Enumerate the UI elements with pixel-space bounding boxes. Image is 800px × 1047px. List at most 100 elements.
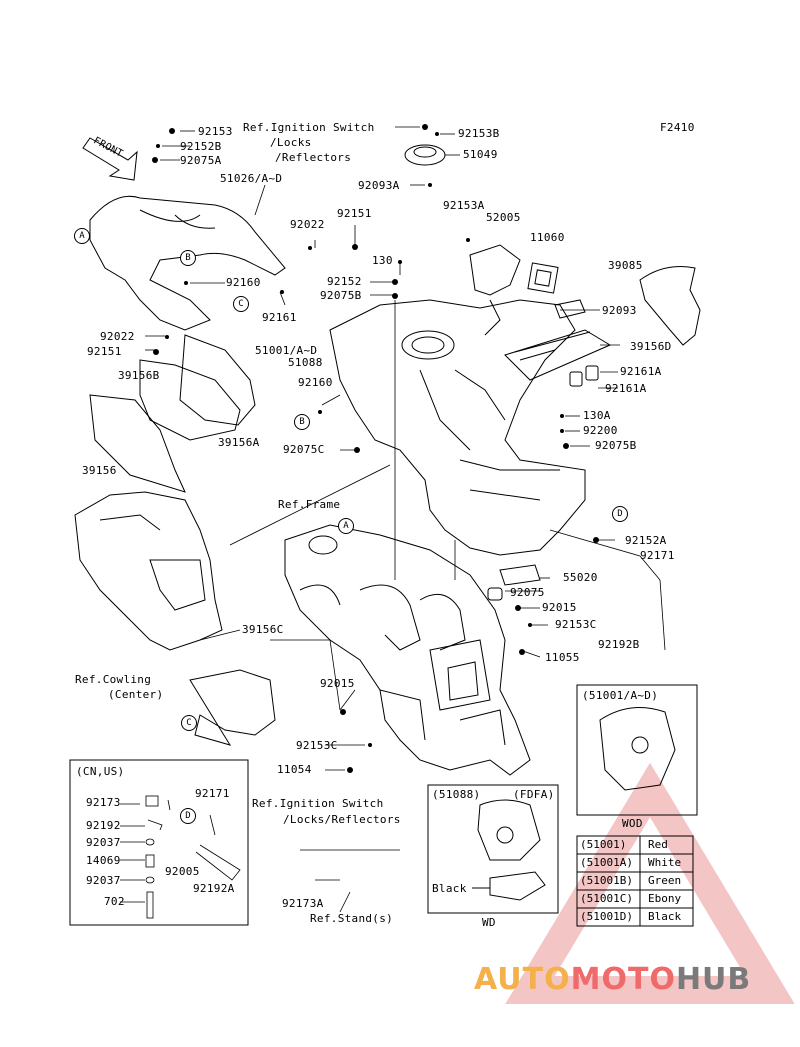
part-label: 51026/A~D xyxy=(220,172,283,185)
damper-92161A xyxy=(569,371,583,387)
color-table-code: (51001C) xyxy=(580,892,633,905)
gasket-11060 xyxy=(527,262,559,294)
front-arrow xyxy=(82,137,138,181)
part-label: 14069 xyxy=(86,854,121,867)
side-cover-39156 xyxy=(89,394,186,493)
hardware-dots xyxy=(152,124,599,773)
watermark-moto: MOTO xyxy=(570,962,676,997)
part-label: 92152A xyxy=(625,534,667,547)
figure-code: F2410 xyxy=(660,121,695,134)
box-51001-frame xyxy=(576,684,698,816)
frame xyxy=(284,524,531,776)
watermark-logo: AUTOMOTOHUB xyxy=(474,962,751,997)
color-table-code: (51001A) xyxy=(580,856,633,869)
callout-b: B xyxy=(180,250,196,266)
callout-c: C xyxy=(181,715,197,731)
part-label: 92153A xyxy=(443,199,485,212)
leader-lines xyxy=(145,126,666,913)
color-table-code: (51001) xyxy=(580,838,627,851)
part-label: 92173A xyxy=(282,897,324,910)
part-label: 92161A xyxy=(620,365,662,378)
part-label: 52005 xyxy=(486,211,521,224)
color-table-code: (51001D) xyxy=(580,910,633,923)
part-label: 92153C xyxy=(296,739,338,752)
part-label: 51049 xyxy=(463,148,498,161)
part-label: 92192A xyxy=(193,882,235,895)
part-label: 92093A xyxy=(358,179,400,192)
part-label: 92015 xyxy=(542,601,577,614)
part-label: 92075A xyxy=(180,154,222,167)
part-label: 92075B xyxy=(320,289,362,302)
part-label: 92153 xyxy=(198,125,233,138)
part-label: 92022 xyxy=(100,330,135,343)
part-label: 92037 xyxy=(86,874,121,887)
part-label: 92075B xyxy=(595,439,637,452)
part-label: 92200 xyxy=(583,424,618,437)
part-label: 702 xyxy=(104,895,125,908)
part-label: 92075 xyxy=(510,586,545,599)
cnus-title: (CN,US) xyxy=(76,765,125,778)
reference-label: /Locks/Reflectors xyxy=(283,813,401,826)
part-label: 92160 xyxy=(298,376,333,389)
part-label: 92037 xyxy=(86,836,121,849)
part-label: 51088 xyxy=(288,356,323,369)
part-label: 92022 xyxy=(290,218,325,231)
part-label: 92151 xyxy=(337,207,372,220)
color-table-color: Red xyxy=(648,838,668,851)
box-51088-footer: WD xyxy=(482,916,496,929)
part-label: 55020 xyxy=(563,571,598,584)
part-label: 11060 xyxy=(530,231,565,244)
part-label: 39156 xyxy=(82,464,117,477)
watermark-hub: HUB xyxy=(675,962,752,997)
part-label: 92161 xyxy=(262,311,297,324)
reference-label: Ref.Stand(s) xyxy=(310,912,394,925)
color-table-color: Ebony xyxy=(648,892,682,905)
part-label: 11054 xyxy=(277,763,312,776)
callout-d: D xyxy=(180,808,196,824)
callout-a: A xyxy=(338,518,354,534)
part-label: 92005 xyxy=(165,865,200,878)
fuel-pump-52005 xyxy=(469,244,521,296)
part-label: 92153C xyxy=(555,618,597,631)
reference-label: Ref.Ignition Switch xyxy=(243,121,375,134)
part-label: 92171 xyxy=(195,787,230,800)
callout-c: C xyxy=(233,296,249,312)
part-label: 92192B xyxy=(598,638,640,651)
color-table-color: White xyxy=(648,856,682,869)
part-label: 92171 xyxy=(640,549,675,562)
box-51001-footer: WOD xyxy=(622,817,643,830)
side-cover-39156A xyxy=(139,359,241,441)
box-51088-variant: (FDFA) xyxy=(513,788,555,801)
pad-39156D xyxy=(504,329,612,381)
callout-d: D xyxy=(612,506,628,522)
reference-label: Ref.Ignition Switch xyxy=(252,797,384,810)
color-table-code: (51001B) xyxy=(580,874,633,887)
box-51088-frame xyxy=(427,784,559,914)
part-label: 39156C xyxy=(242,623,284,636)
part-label: 92160 xyxy=(226,276,261,289)
part-label: 39156D xyxy=(630,340,672,353)
part-label: 92161A xyxy=(605,382,647,395)
part-label: 92093 xyxy=(602,304,637,317)
box-51088-black: Black xyxy=(432,882,467,895)
cnus-box-frame xyxy=(69,759,249,926)
box-51001-title: (51001/A~D) xyxy=(582,689,659,702)
part-label: 92075C xyxy=(283,443,325,456)
side-cover-51026 xyxy=(89,195,286,331)
part-label: 92192 xyxy=(86,819,121,832)
cover-39085 xyxy=(639,266,701,346)
part-label: 92152 xyxy=(327,275,362,288)
filler-cap-51049 xyxy=(404,144,446,166)
color-table-color: Green xyxy=(648,874,682,887)
part-label: 92173 xyxy=(86,796,121,809)
reference-label: /Locks xyxy=(270,136,312,149)
pad-92093 xyxy=(554,299,586,319)
reference-label: (Center) xyxy=(108,688,164,701)
pad-55020 xyxy=(499,564,541,586)
watermark-auto: AUTO xyxy=(474,962,571,997)
color-table-lines xyxy=(576,835,694,927)
part-label: 130A xyxy=(583,409,611,422)
side-cover-39156B xyxy=(179,334,256,426)
